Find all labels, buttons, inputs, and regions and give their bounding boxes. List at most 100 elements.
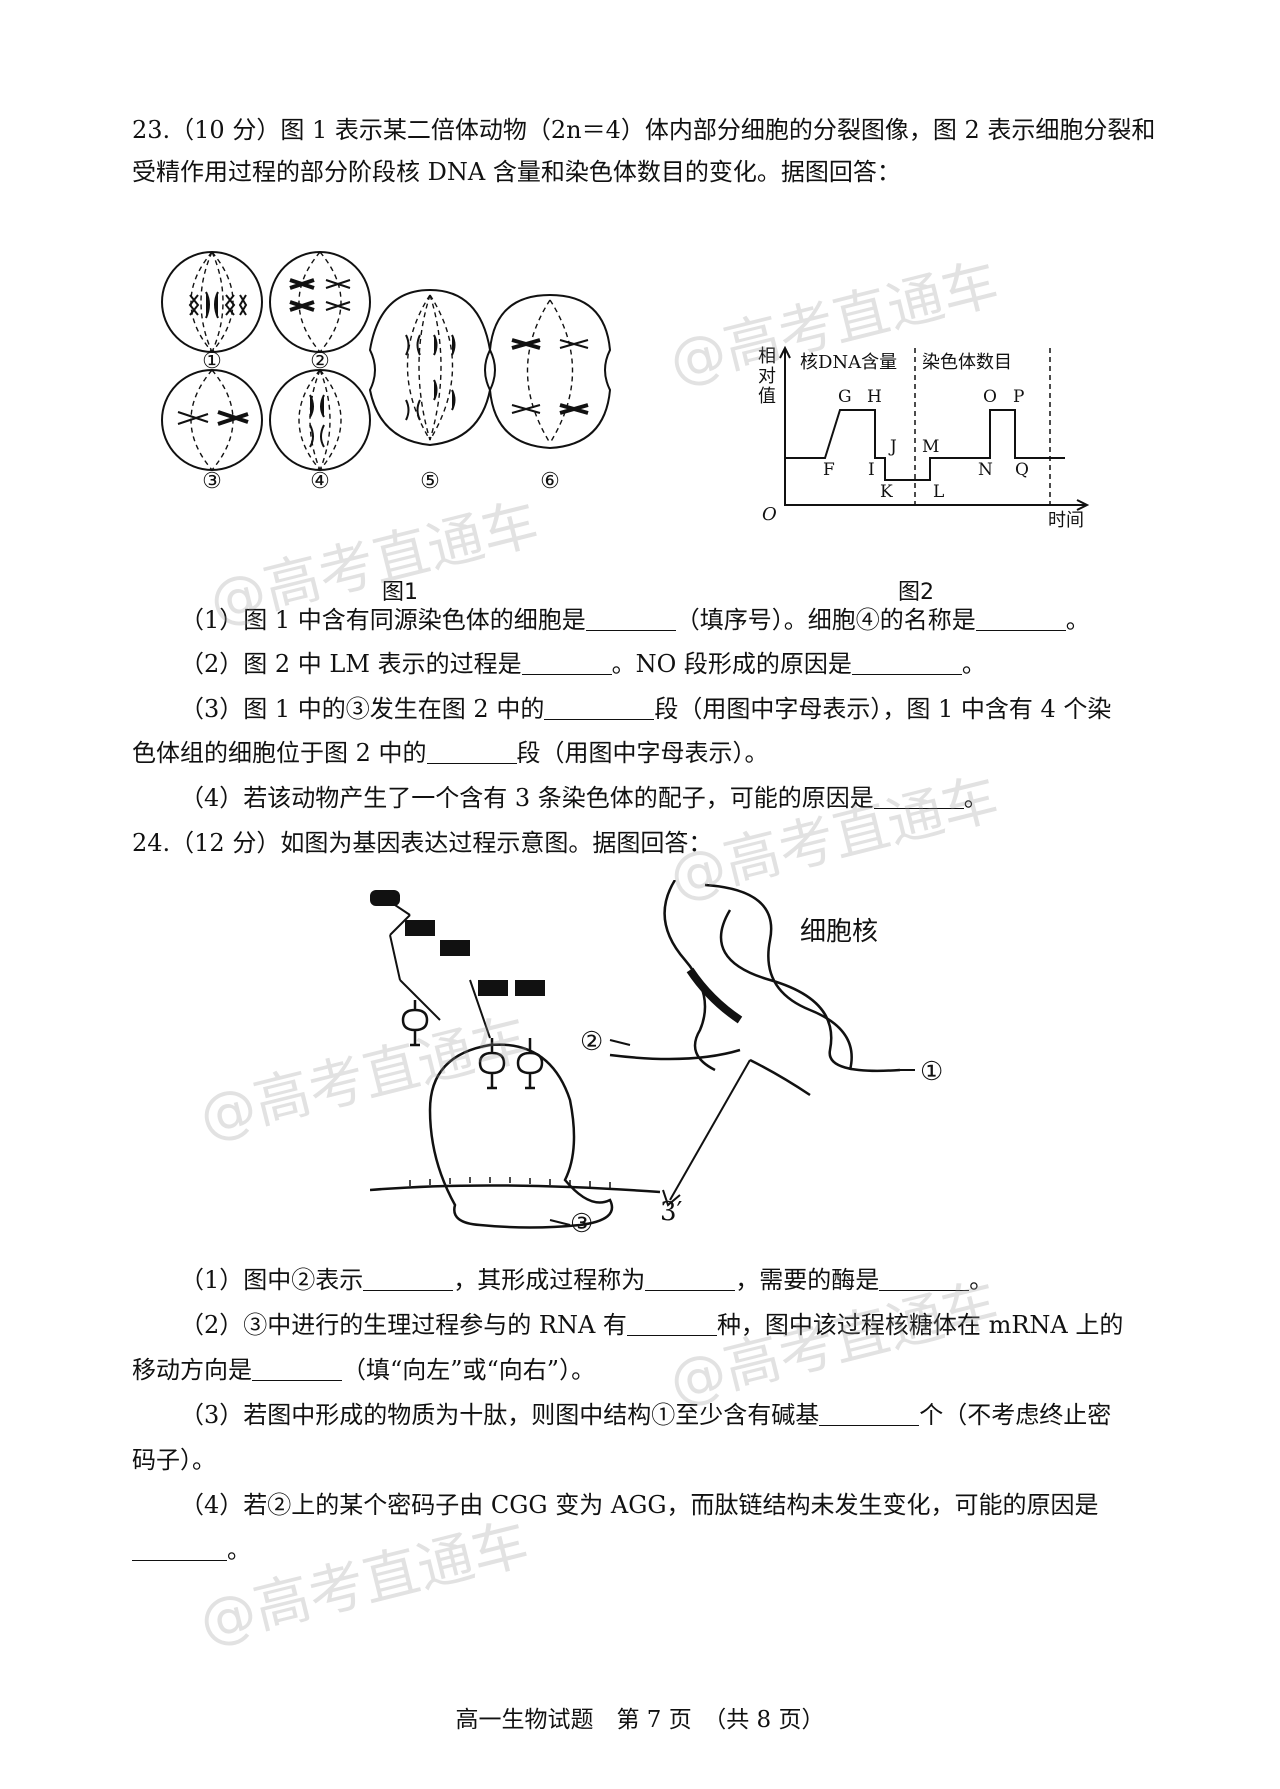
q23-sub1: （1）图 1 中含有同源染色体的细胞是 （填序号）。细胞④的名称是 。 bbox=[180, 603, 1152, 637]
q23-s1-blank-2[interactable] bbox=[975, 606, 1066, 631]
q24-s3-text-b: 个（不考虑终止密 bbox=[919, 1401, 1112, 1429]
trna-right bbox=[516, 1038, 544, 1090]
q24-stem: 24.（12 分）如图为基因表达过程示意图。据图回答： bbox=[132, 829, 713, 857]
point-H: H bbox=[867, 387, 882, 407]
q23-sub3: （3）图 1 中的③发生在图 2 中的段（用图中字母表示），图 1 中含有 4 … bbox=[180, 692, 1152, 726]
mrna-on-ribosome bbox=[370, 1184, 661, 1194]
trna-left bbox=[478, 1038, 506, 1090]
amino-acid-4 bbox=[478, 980, 508, 996]
point-M: M bbox=[922, 437, 939, 457]
q24-s1-text-d: 。 bbox=[969, 1266, 994, 1294]
q24-sub4-cont: 。 bbox=[132, 1533, 1152, 1567]
nucleus-label: 细胞核 bbox=[800, 917, 878, 947]
xlabel: 时间 bbox=[1048, 510, 1084, 531]
q24-s4-text-a: （4）若②上的某个密码子由 CGG 变为 AGG，而肽链结构未发生变化，可能的原… bbox=[180, 1491, 1099, 1519]
ylabel-char-3: 值 bbox=[758, 386, 776, 407]
cell-6 bbox=[488, 293, 612, 450]
q23-s3-blank-1[interactable] bbox=[544, 695, 655, 720]
chromosome-region-label: 染色体数目 bbox=[922, 352, 1012, 373]
q24-s1-text-b: ，其形成过程称为 bbox=[453, 1266, 646, 1294]
cell-2-label: ② bbox=[310, 349, 330, 374]
q23-s1-text-c: 。 bbox=[1065, 606, 1090, 634]
q24-s1-blank-3[interactable] bbox=[879, 1266, 970, 1291]
q24-s2-text-d: （填“向左”或“向右”）。 bbox=[342, 1356, 596, 1384]
mrna-strand bbox=[609, 1048, 741, 1061]
point-Q: Q bbox=[1015, 460, 1029, 480]
q24-s4-text-b: 。 bbox=[227, 1536, 251, 1564]
q24-s2-blank-2[interactable] bbox=[252, 1356, 342, 1381]
q23-s4-blank[interactable] bbox=[873, 784, 964, 809]
amino-acid-5 bbox=[515, 980, 545, 996]
q23-s4-text-b: 。 bbox=[963, 784, 988, 812]
transport-arrow bbox=[669, 1059, 751, 1201]
q24-s4-blank[interactable] bbox=[132, 1536, 227, 1561]
point-P: P bbox=[1013, 387, 1024, 407]
q23-s3-text-a: （3）图 1 中的③发生在图 2 中的 bbox=[180, 695, 545, 723]
label-1: ① bbox=[920, 1057, 943, 1087]
peptide-chain bbox=[379, 894, 441, 1021]
q24-sub3-cont: 码子）。 bbox=[132, 1446, 216, 1474]
cell-4 bbox=[269, 369, 371, 471]
ribosome bbox=[428, 1043, 614, 1229]
peptide-label: 肽链 bbox=[370, 880, 387, 882]
ylabel-char-1: 相 bbox=[758, 346, 776, 367]
figure1-caption: 图1 bbox=[382, 580, 418, 605]
q23-s1-blank-1[interactable] bbox=[585, 606, 676, 631]
q23-sub4: （4）若该动物产生了一个含有 3 条染色体的配子，可能的原因是 。 bbox=[180, 781, 1152, 815]
q23-s3-text-c: 色体组的细胞位于图 2 中的 bbox=[132, 739, 427, 767]
q24-sub2-cont: 移动方向是（填“向左”或“向右”）。 bbox=[132, 1353, 1152, 1387]
watermark-6: @高考直通车 bbox=[193, 1511, 535, 1656]
q24-s3-blank[interactable] bbox=[819, 1401, 920, 1426]
y-axis-arrow bbox=[779, 345, 791, 359]
q23-s1-text-a: （1）图 1 中含有同源染色体的细胞是 bbox=[180, 606, 586, 634]
x-axis-arrow bbox=[1076, 499, 1090, 511]
q24-s1-blank-2[interactable] bbox=[645, 1266, 736, 1291]
q24-s1-text-a: （1）图中②表示 bbox=[180, 1266, 364, 1294]
cell-3 bbox=[161, 369, 263, 471]
q24-sub3: （3）若图中形成的物质为十肽，则图中结构①至少含有碱基 个（不考虑终止密 bbox=[180, 1398, 1152, 1432]
amino-acid-3 bbox=[440, 940, 470, 956]
chromosome-curve bbox=[915, 409, 1065, 481]
q23-sub3-cont: 色体组的细胞位于图 2 中的段（用图中字母表示）。 bbox=[132, 736, 1152, 770]
q24-s1-blank-1[interactable] bbox=[363, 1266, 454, 1291]
q24-sub2: （2）③中进行的生理过程参与的 RNA 有种，图中该过程核糖体在 mRNA 上的 bbox=[180, 1308, 1152, 1342]
dna-strand-b bbox=[719, 909, 901, 1073]
q23-stem-line2: 受精作用过程的部分阶段核 DNA 含量和染色体数目的变化。据图回答： bbox=[132, 158, 901, 186]
q23-s2-blank-2[interactable] bbox=[851, 650, 962, 675]
ylabel-char-2: 对 bbox=[758, 366, 776, 387]
nuclear-pore-seg bbox=[686, 967, 743, 1024]
q23-sub2: （2）图 2 中 LM 表示的过程是。NO 段形成的原因是。 bbox=[180, 647, 1152, 681]
dna-region-label: 核DNA含量 bbox=[800, 352, 897, 373]
q24-s3-text-a: （3）若图中形成的物质为十肽，则图中结构①至少含有碱基 bbox=[180, 1401, 820, 1429]
q24-sub4: （4）若②上的某个密码子由 CGG 变为 AGG，而肽链结构未发生变化，可能的原… bbox=[180, 1488, 1152, 1522]
q24-sub1: （1）图中②表示，其形成过程称为，需要的酶是。 bbox=[180, 1263, 1152, 1297]
dna-curve bbox=[785, 409, 915, 481]
amino-acid-1 bbox=[370, 890, 400, 906]
cell-4-label: ④ bbox=[310, 469, 330, 494]
q24-s2-text-a: （2）③中进行的生理过程参与的 RNA 有 bbox=[180, 1311, 627, 1339]
cell-5-label: ⑤ bbox=[420, 469, 440, 494]
q23-figure2: F G H I J K L M N O P Q 核DNA含量 染色体数目 相 对… bbox=[758, 345, 1090, 531]
q23-s2-blank-1[interactable] bbox=[521, 650, 612, 675]
q23-s4-text-a: （4）若该动物产生了一个含有 3 条染色体的配子，可能的原因是 bbox=[180, 784, 874, 812]
point-J: J bbox=[888, 437, 897, 457]
pointer-2 bbox=[609, 1039, 631, 1046]
mrna-bases bbox=[409, 1177, 611, 1188]
amino-acid-2 bbox=[405, 920, 435, 936]
three-prime-label: 3′ bbox=[660, 1197, 683, 1227]
q24-figure: 细胞核 肽链 ① ② ③ ④ 5′ 3′ bbox=[370, 880, 943, 1239]
q23-s1-text-b: （填序号）。细胞④的名称是 bbox=[675, 606, 976, 634]
q24-s2-blank-1[interactable] bbox=[626, 1311, 717, 1336]
origin-label: O bbox=[762, 504, 777, 525]
q23-s2-text-c: 。 bbox=[961, 650, 986, 678]
cell-1-label: ① bbox=[202, 349, 222, 374]
label-3: ③ bbox=[570, 1209, 593, 1239]
point-N: N bbox=[978, 460, 993, 480]
cell-6-label: ⑥ bbox=[540, 469, 560, 494]
q23-figure1: ① ② ③ ④ ⑤ ⑥ bbox=[161, 251, 612, 494]
point-L: L bbox=[933, 482, 944, 502]
q23-s2-text-a: （2）图 2 中 LM 表示的过程是 bbox=[180, 650, 522, 678]
figure2-caption: 图2 bbox=[898, 580, 934, 605]
q23-s3-blank-2[interactable] bbox=[426, 739, 517, 764]
label-2: ② bbox=[580, 1027, 603, 1057]
